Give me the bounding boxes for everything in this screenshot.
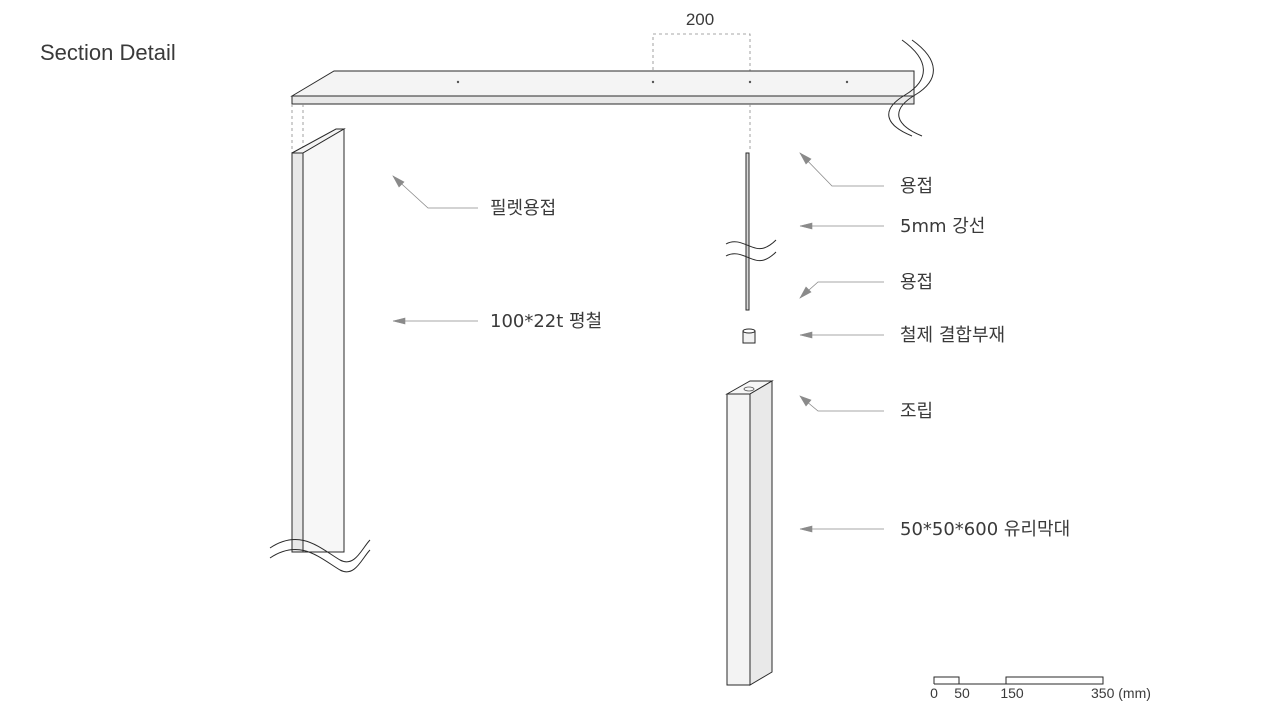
callout-weld-bottom: 용접 — [799, 272, 933, 299]
top-plate-hole — [845, 80, 849, 84]
break-line-icon — [269, 549, 371, 573]
glass-rod — [725, 380, 774, 686]
scale-tick-label: 0 — [930, 685, 938, 701]
callout-flat-bar: 100*22t 평철 — [392, 311, 602, 332]
scale-tick-label: 50 — [954, 685, 970, 701]
leader-line — [799, 152, 884, 187]
scale-bar: 0 50 150 350 (mm) — [930, 676, 1151, 701]
callout-label: 철제 결합부재 — [900, 325, 1005, 346]
callout-label: 100*22t 평철 — [490, 311, 602, 332]
dimension-bracket — [652, 33, 751, 88]
center-assembly — [725, 104, 777, 686]
arrow-icon — [799, 286, 812, 299]
callout-label: 필렛용접 — [490, 198, 556, 219]
arrow-icon — [392, 317, 406, 325]
callout-label: 용접 — [900, 176, 933, 197]
glass-rod-socket — [743, 386, 755, 392]
break-line-icon — [898, 39, 934, 137]
scale-tick-label: 350 (mm) — [1091, 685, 1151, 701]
glass-rod-front-face — [726, 393, 751, 686]
arrow-icon — [799, 331, 813, 339]
callout-label: 5mm 강선 — [900, 216, 985, 237]
callout-steel-connector: 철제 결합부재 — [799, 325, 1005, 346]
top-plate-front-face — [291, 95, 915, 105]
callout-assembly: 조립 — [799, 395, 933, 422]
top-plate-top-face — [290, 70, 915, 97]
arrow-icon — [799, 152, 812, 165]
arrow-icon — [799, 222, 813, 230]
dimension-label: 200 — [686, 10, 714, 29]
leader-line — [392, 175, 478, 209]
arrow-icon — [799, 395, 812, 407]
callout-steel-wire: 5mm 강선 — [799, 216, 985, 237]
callout-label: 용접 — [900, 272, 933, 293]
steel-connector — [742, 328, 756, 344]
top-plate-hole — [456, 80, 460, 84]
page-title: Section Detail — [40, 40, 176, 65]
flat-bar-side-face — [302, 128, 345, 553]
callout-label: 50*50*600 유리막대 — [900, 519, 1070, 540]
dimension-200: 200 — [652, 10, 751, 88]
connector-top — [742, 328, 756, 334]
top-plate — [290, 39, 934, 137]
glass-rod-side-face — [749, 380, 773, 686]
callout-weld-top: 용접 — [799, 152, 933, 197]
flat-bar-edge-face — [291, 152, 304, 553]
steel-wire — [745, 152, 750, 311]
arrow-icon — [392, 175, 405, 188]
break-line-icon — [725, 251, 777, 262]
scale-tick-label: 150 — [1000, 685, 1024, 701]
break-line-icon — [725, 239, 777, 250]
callout-fillet-weld: 필렛용접 — [392, 175, 556, 219]
leader-line — [799, 395, 884, 412]
hidden-line — [291, 104, 304, 153]
top-plate-hole — [748, 80, 752, 84]
flat-bar-left — [269, 104, 371, 573]
callout-label: 조립 — [900, 401, 933, 422]
callout-glass-rod: 50*50*600 유리막대 — [799, 519, 1070, 540]
break-line-icon — [888, 39, 924, 137]
top-plate-hole — [651, 80, 655, 84]
scale-bar-segments — [933, 676, 1104, 685]
arrow-icon — [799, 525, 813, 533]
leader-line — [799, 281, 884, 299]
break-line-icon — [269, 539, 371, 563]
